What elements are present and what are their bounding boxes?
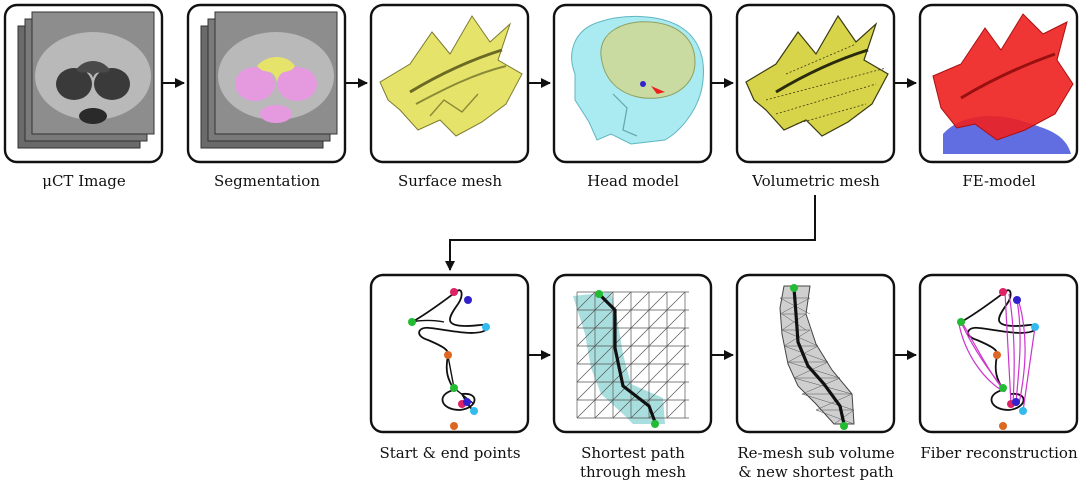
caption-uct-image: μCT Image [4, 172, 164, 191]
panel-segmentation [186, 3, 347, 164]
panel-uct-image [3, 3, 164, 164]
panel-volumetric-mesh [735, 3, 896, 164]
caption-remesh: Re-mesh sub volume & new shortest path [736, 444, 896, 482]
caption-line: μCT Image [42, 172, 126, 190]
caption-surface-mesh: Surface mesh [370, 172, 530, 191]
caption-volumetric-mesh: Volumetric mesh [736, 172, 896, 191]
caption-line: Shortest path [581, 444, 685, 462]
caption-line-2: & new shortest path [738, 463, 894, 481]
panel-fiber-reconstruction [918, 273, 1079, 434]
caption-fe-model: FE-model [919, 172, 1079, 191]
caption-line: Segmentation [213, 172, 320, 190]
arrow-vol-to-points [445, 195, 816, 271]
caption-line: Fiber reconstruction [920, 444, 1078, 462]
caption-line: Re-mesh sub volume [737, 444, 895, 462]
panel-surface-mesh [369, 3, 530, 164]
fibers [958, 291, 1036, 412]
segment-right [277, 67, 317, 101]
caption-line-2: through mesh [579, 463, 687, 481]
caption-segmentation: Segmentation [187, 172, 347, 191]
segment-left [235, 67, 275, 101]
caption-line: Volumetric mesh [752, 172, 880, 190]
panel-start-end-points [369, 273, 530, 434]
caption-shortest-path: Shortest path through mesh [553, 444, 713, 482]
caption-line: Surface mesh [397, 172, 503, 190]
panel-remesh [735, 273, 896, 434]
ct-slice-stack [17, 11, 155, 149]
caption-start-end-points: Start & end points [370, 444, 530, 463]
caption-head-model: Head model [553, 172, 713, 191]
caption-line: FE-model [962, 172, 1036, 190]
triangle-mesh [576, 291, 689, 419]
caption-fiber-reconstruction: Fiber reconstruction [919, 444, 1079, 463]
caption-line: Head model [587, 172, 679, 190]
panel-fe-model [918, 3, 1079, 164]
panel-head-model [552, 3, 713, 164]
panel-shortest-path [552, 273, 713, 434]
caption-line: Start & end points [379, 444, 521, 462]
